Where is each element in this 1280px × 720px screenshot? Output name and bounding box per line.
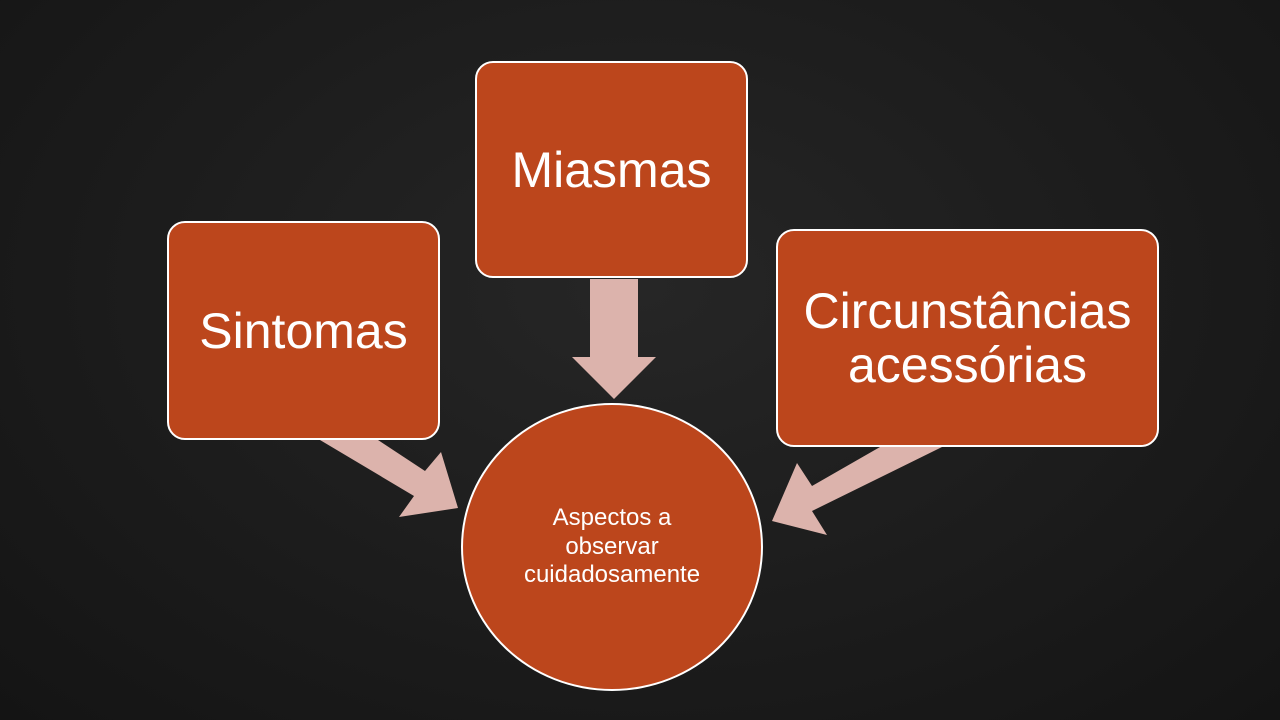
center-node: Aspectos a observar cuidadosamente: [461, 403, 763, 691]
node-sintomas-label: Sintomas: [199, 302, 408, 359]
node-miasmas: Miasmas: [475, 61, 748, 278]
arrow-sintomas-to-center: [320, 440, 458, 517]
center-node-label: Aspectos a observar cuidadosamente: [523, 503, 701, 589]
arrow-circunstancias-to-center: [772, 447, 942, 535]
node-circunstancias-label: Circunstâncias acessórias: [804, 284, 1132, 392]
node-circunstancias: Circunstâncias acessórias: [776, 229, 1159, 447]
arrow-miasmas-to-center: [572, 279, 656, 399]
node-sintomas: Sintomas: [167, 221, 440, 440]
node-circunstancias-line2: acessórias: [848, 337, 1087, 393]
node-circunstancias-line1: Circunstâncias: [803, 283, 1132, 339]
node-miasmas-label: Miasmas: [511, 141, 712, 198]
